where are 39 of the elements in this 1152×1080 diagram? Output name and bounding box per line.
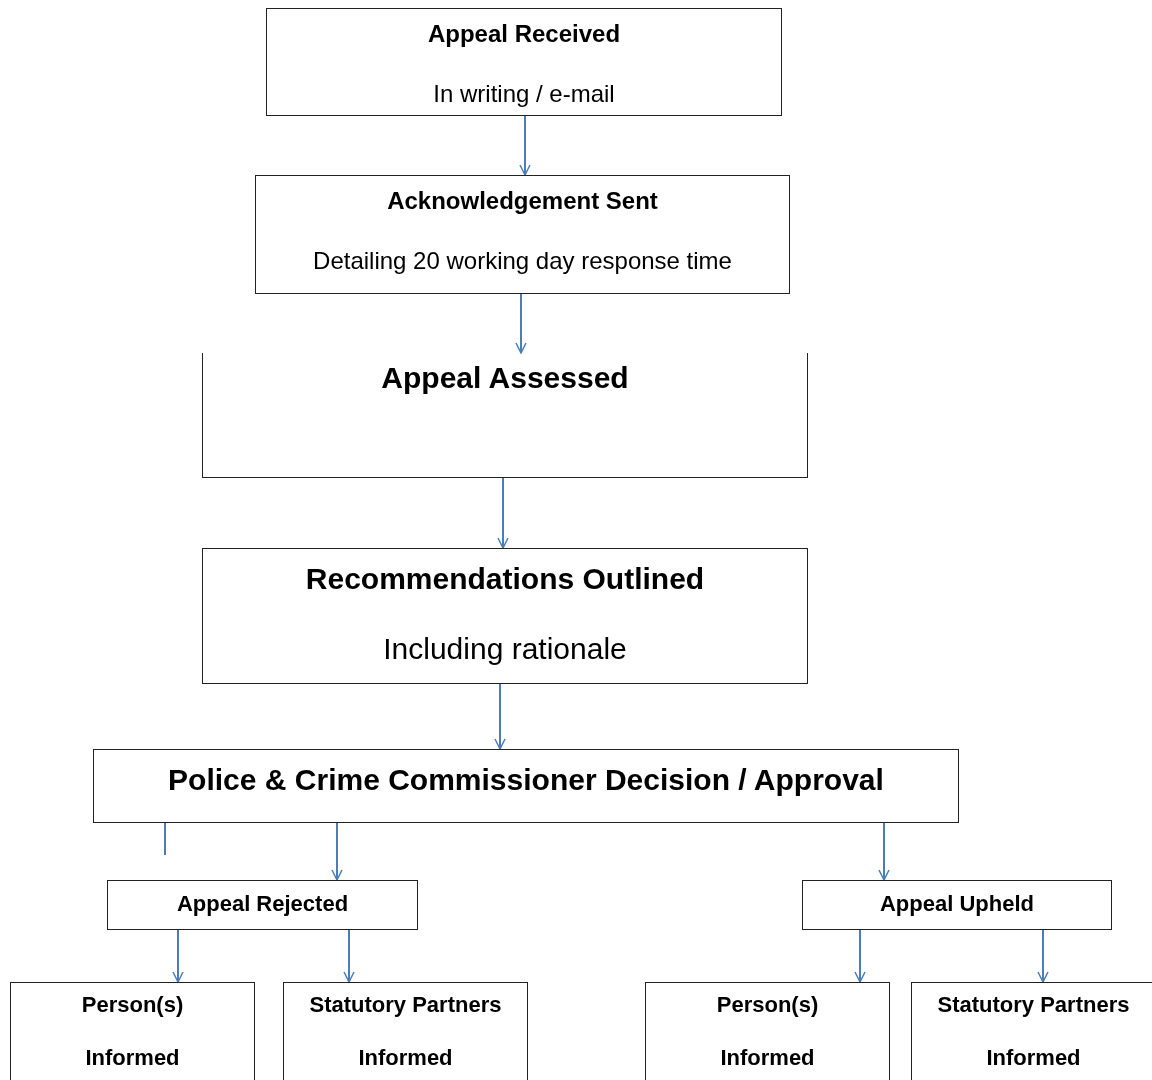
box-title: Person(s)	[81, 991, 184, 1019]
box-title: Statutory Partners	[309, 991, 502, 1019]
box-text: Informed	[986, 1044, 1081, 1072]
arrow	[519, 115, 531, 176]
arrow	[878, 822, 890, 881]
box-title: Appeal Received	[427, 19, 621, 49]
box-title: Person(s)	[716, 991, 819, 1019]
box-title: Appeal Upheld	[880, 890, 1034, 918]
arrow	[343, 929, 355, 983]
arrow	[172, 929, 184, 983]
box-text: Including rationale	[383, 631, 627, 667]
arrow	[331, 822, 343, 881]
box-title: Appeal Assessed	[381, 360, 629, 396]
box-title: Police & Crime Commissioner Decision / Approval	[168, 762, 884, 798]
box-title: Appeal Rejected	[176, 890, 349, 918]
process-box	[266, 8, 782, 116]
process-box	[645, 982, 890, 1080]
arrow	[854, 929, 866, 983]
box-text: Informed	[358, 1044, 453, 1072]
box-text: Informed	[720, 1044, 815, 1072]
process-box	[802, 880, 1112, 930]
process-box	[911, 982, 1152, 1080]
box-text: In writing / e-mail	[433, 79, 615, 109]
process-box	[107, 880, 418, 930]
arrow	[1037, 929, 1049, 983]
box-title: Statutory Partners	[937, 991, 1130, 1019]
process-box	[10, 982, 255, 1080]
process-box	[202, 548, 808, 684]
box-title: Recommendations Outlined	[305, 561, 705, 597]
process-box	[93, 749, 959, 823]
process-box	[255, 175, 790, 294]
process-box	[202, 353, 808, 478]
arrow	[515, 293, 527, 354]
arrow	[497, 477, 509, 549]
box-text: Detailing 20 working day response time	[313, 246, 732, 276]
process-box	[283, 982, 528, 1080]
arrow	[494, 683, 506, 750]
box-title: Acknowledgement Sent	[387, 186, 658, 216]
box-text: Informed	[85, 1044, 180, 1072]
